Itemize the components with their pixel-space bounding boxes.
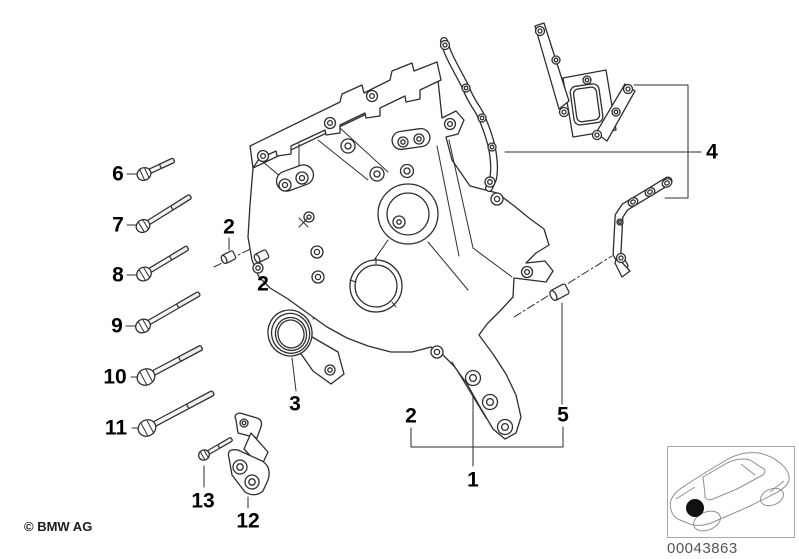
callout-7[interactable]: 7 xyxy=(112,213,124,237)
callout-4[interactable]: 4 xyxy=(706,140,718,164)
callout-13[interactable]: 13 xyxy=(191,489,215,513)
bolt-13-drawing xyxy=(197,437,233,461)
shaft-seal-drawing xyxy=(267,309,313,357)
callout-9[interactable]: 9 xyxy=(111,314,123,338)
timing-case-cover-drawing xyxy=(247,61,554,440)
copyright-notice: © BMW AG xyxy=(24,519,93,534)
bolt-6-drawing xyxy=(136,157,175,182)
car-location-icon xyxy=(669,452,790,532)
diagram-code: 00043863 xyxy=(667,540,738,557)
x-mark xyxy=(298,217,309,228)
bolt-7-drawing xyxy=(135,194,192,234)
gasket-center-drawing xyxy=(534,22,636,142)
callout-1[interactable]: 1 xyxy=(467,468,479,492)
bolt-8-drawing xyxy=(136,245,189,282)
car-location-box xyxy=(667,446,795,538)
callout-12[interactable]: 12 xyxy=(236,509,260,533)
callout-11[interactable]: 11 xyxy=(104,416,128,440)
tensioner-bracket-drawing xyxy=(227,412,270,496)
callout-2-group[interactable]: 2 xyxy=(405,404,417,428)
bolt-9-drawing xyxy=(135,291,201,334)
callout-6[interactable]: 6 xyxy=(112,162,124,186)
callout-8[interactable]: 8 xyxy=(112,263,124,287)
callout-2-lower[interactable]: 2 xyxy=(257,272,269,296)
bolt-11-drawing xyxy=(137,390,215,437)
sleeve-2-lower-drawing xyxy=(253,249,270,264)
callout-2-upper[interactable]: 2 xyxy=(223,215,235,239)
sleeve-2-upper-drawing xyxy=(220,250,237,265)
bolt-hole-bosses xyxy=(252,89,534,436)
callout-3[interactable]: 3 xyxy=(289,392,301,416)
part-location-dot xyxy=(686,499,704,517)
bolt-10-drawing xyxy=(136,345,203,386)
callout-10[interactable]: 10 xyxy=(103,365,127,389)
gasket-strip-right-drawing xyxy=(612,176,673,278)
callout-5[interactable]: 5 xyxy=(557,403,569,427)
dowel-5-drawing xyxy=(549,283,570,302)
gasket-strip-left-drawing xyxy=(439,37,499,192)
